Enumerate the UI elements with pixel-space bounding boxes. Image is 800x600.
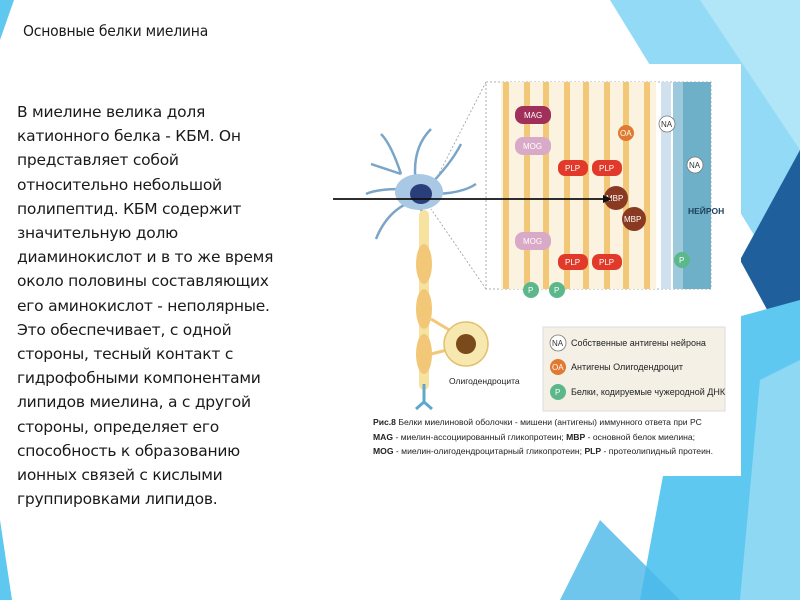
- svg-text:PLP: PLP: [599, 258, 614, 267]
- svg-text:PLP: PLP: [599, 164, 614, 173]
- legend: NA Собственные антигены нейрона OA Антиг…: [542, 326, 726, 412]
- svg-text:MBP: MBP: [606, 194, 623, 203]
- figure-caption: Рис.8 Белки миелиновой оболочки - мишени…: [373, 415, 745, 459]
- protein-p-2: P: [549, 282, 565, 298]
- svg-text:P: P: [554, 286, 559, 295]
- svg-text:PLP: PLP: [565, 164, 580, 173]
- svg-text:MOG: MOG: [523, 142, 542, 151]
- slide-body-text: В миелине велика доля катионного белка -…: [17, 103, 274, 509]
- svg-text:P: P: [555, 388, 560, 397]
- protein-oa: OA: [618, 125, 634, 141]
- protein-mbp-2: MBP: [622, 207, 646, 231]
- protein-mbp-1: MBP: [604, 186, 628, 210]
- svg-text:NA: NA: [689, 161, 701, 170]
- protein-plp-3: PLP: [558, 254, 588, 270]
- protein-na-2: NA: [686, 156, 704, 174]
- svg-text:P: P: [679, 256, 684, 265]
- legend-item-oa: OA Антигены Олигодендроцит: [550, 359, 683, 375]
- svg-text:OA: OA: [620, 129, 632, 138]
- myelin-figure: НЕЙРОН MAG MOG PLP PLP MBP MBP OA: [361, 64, 741, 476]
- myelin-diagram: НЕЙРОН MAG MOG PLP PLP MBP MBP OA: [365, 81, 726, 412]
- svg-text:MBP: MBP: [624, 215, 641, 224]
- svg-text:Олигодендроцита: Олигодендроцита: [449, 376, 520, 386]
- protein-na-1: NA: [658, 115, 676, 133]
- svg-text:Белки, кодируемые чужеродной Д: Белки, кодируемые чужеродной ДНК: [571, 387, 726, 397]
- protein-plp-2: PLP: [592, 160, 622, 176]
- left-decoration: [0, 0, 14, 600]
- svg-text:MAG: MAG: [524, 111, 542, 120]
- svg-text:MOG: MOG: [523, 237, 542, 246]
- protein-p-1: P: [523, 282, 539, 298]
- caption-line-2: MAG - миелин-ассоциированный гликопротеи…: [373, 431, 696, 442]
- slide-title: Основные белки миелина: [23, 22, 209, 40]
- protein-mog-bottom: MOG: [515, 232, 551, 250]
- svg-text:PLP: PLP: [565, 258, 580, 267]
- protein-p-3: P: [674, 252, 690, 268]
- protein-mog-top: MOG: [515, 137, 551, 155]
- axon-membrane: [661, 82, 671, 289]
- legend-item-p: P Белки, кодируемые чужеродной ДНК: [550, 384, 726, 400]
- svg-text:NA: NA: [552, 339, 564, 348]
- neuron-label: НЕЙРОН: [688, 205, 724, 216]
- protein-plp-4: PLP: [592, 254, 622, 270]
- svg-text:NA: NA: [661, 120, 673, 129]
- svg-text:Антигены Олигодендроцит: Антигены Олигодендроцит: [571, 362, 683, 372]
- caption-line-3: MOG - миелин-олигодендроцитарный гликопр…: [373, 446, 714, 456]
- caption-line-1: Рис.8 Белки миелиновой оболочки - мишени…: [373, 417, 702, 427]
- svg-text:P: P: [528, 286, 533, 295]
- svg-text:Собственные антигены нейрона: Собственные антигены нейрона: [571, 338, 706, 348]
- protein-plp-1: PLP: [558, 160, 588, 176]
- legend-item-na: NA Собственные антигены нейрона: [549, 334, 706, 352]
- svg-text:OA: OA: [552, 363, 564, 372]
- oligodendrocyte: Олигодендроцита: [430, 317, 520, 386]
- protein-mag: MAG: [515, 106, 551, 124]
